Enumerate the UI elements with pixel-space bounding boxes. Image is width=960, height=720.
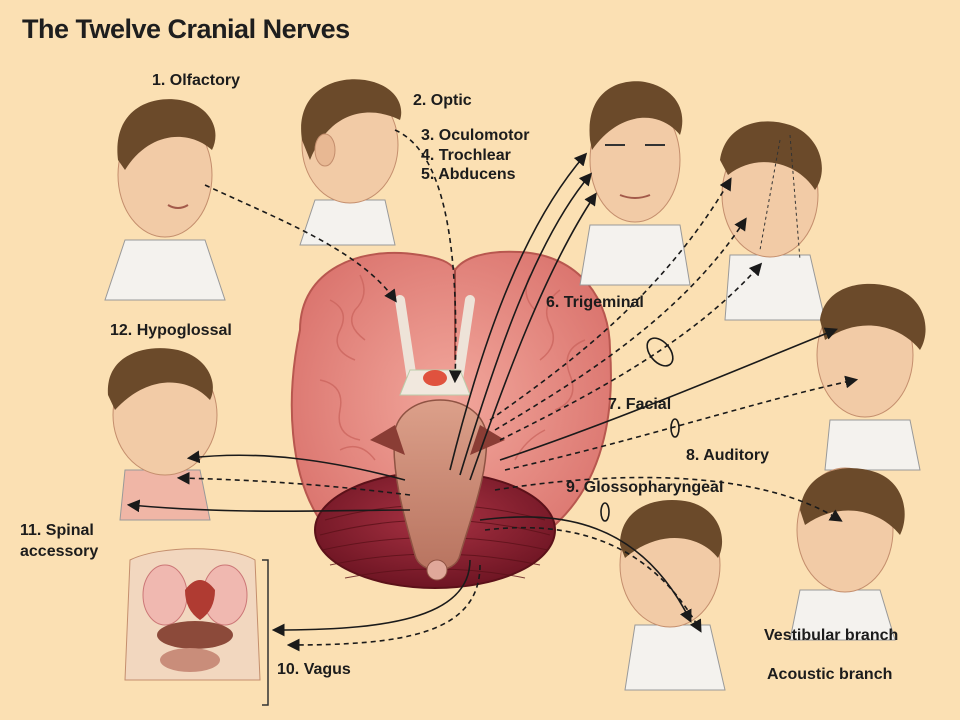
label-optic: 2. Optic [413, 92, 472, 109]
trigeminal-ganglion [646, 337, 674, 367]
medulla-end [426, 559, 448, 581]
torso-organs [124, 548, 269, 706]
abducens-nerve-line [469, 192, 597, 481]
spinal-accessory-nerve-line [126, 499, 411, 513]
label-vestibular-branch: Vestibular branch [764, 627, 899, 644]
label-olfactory: 1. Olfactory [152, 72, 241, 89]
head-optic [299, 79, 402, 246]
hypoglossal-nerve-line-1 [186, 450, 406, 481]
label-spinal-line2: accessory [20, 543, 99, 560]
brain [290, 250, 612, 589]
temporal-nerve-roots-right [470, 425, 505, 455]
auditory-ganglion [670, 418, 680, 438]
label-spinal-line1: 11. Spinal [20, 522, 94, 539]
trochlear-nerve-line [459, 172, 593, 476]
label-trochlear: 4. Trochlear [421, 147, 511, 164]
vagus-nerve-line-2 [286, 564, 481, 652]
label-glossopharyngeal: 9. Glossopharyngeal [566, 479, 724, 496]
head-olfactory [104, 99, 226, 301]
olfactory-nerve-line [204, 184, 397, 303]
hypoglossal-nerve-line-2 [176, 471, 411, 496]
auditory-nerve-line [494, 476, 843, 522]
facial-nerve-line-1 [499, 327, 838, 461]
head-front-eyes [579, 81, 691, 286]
head-facial [816, 283, 926, 471]
brainstem [393, 399, 488, 571]
label-hypoglossal: 12. Hypoglossal [110, 322, 232, 339]
label-trigeminal: 6. Trigeminal [546, 294, 644, 311]
olfactory-tract-left [395, 295, 417, 385]
facial-nerve-line-2 [504, 375, 859, 471]
diagram-title: The Twelve Cranial Nerves [22, 14, 350, 44]
gyri-texture [319, 274, 586, 461]
label-acoustic-branch: Acoustic branch [767, 666, 893, 683]
vagus-nerve-line-1 [271, 559, 471, 637]
trigeminal-nerve-line-1 [489, 177, 732, 421]
label-oculomotor: 3. Oculomotor [421, 127, 530, 144]
label-facial: 7. Facial [608, 396, 672, 413]
label-auditory: 8. Auditory [686, 447, 769, 464]
oculomotor-nerve-line [449, 152, 588, 471]
label-vagus: 10. Vagus [277, 661, 351, 678]
glossopharyngeal-nerve-line-2 [484, 526, 702, 633]
trigeminal-nerve-line-3 [499, 262, 763, 441]
nerve-lines [126, 129, 859, 652]
head-auditory [789, 467, 905, 641]
olfactory-tract-right [453, 295, 475, 385]
temporal-nerve-roots-left [370, 425, 405, 455]
glossopharyngeal-ganglion [600, 502, 610, 522]
optic-nerve-line [394, 129, 462, 384]
label-abducens: 5. Abducens [421, 166, 516, 183]
pituitary [423, 370, 447, 386]
head-glossopharyngeal [619, 499, 726, 691]
head-hypoglossal [107, 348, 218, 521]
trigeminal-nerve-line-2 [494, 217, 747, 431]
